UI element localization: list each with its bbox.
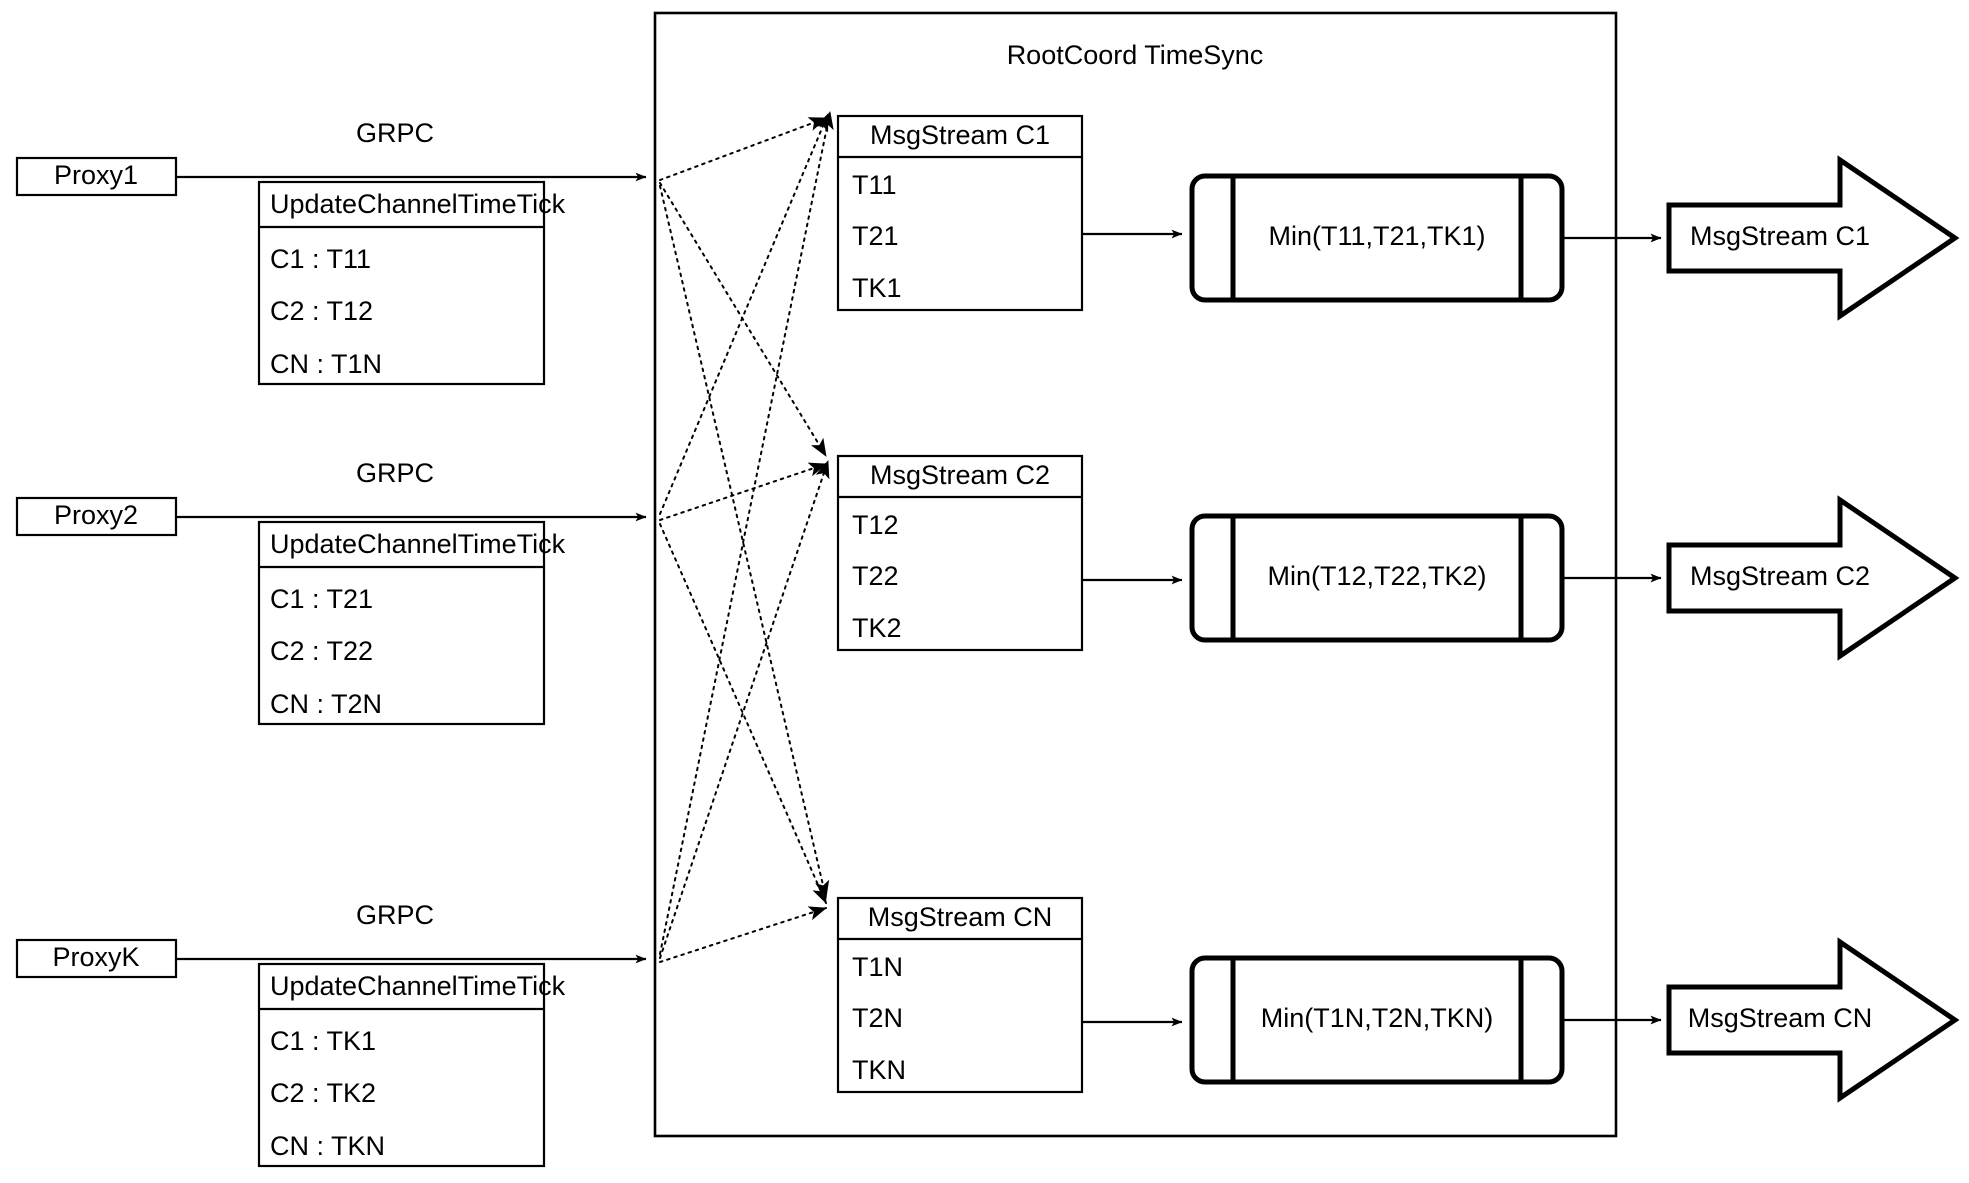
dotted-link-p1-c2	[659, 182, 827, 457]
msgstream-entry-2-1: T22	[852, 561, 899, 591]
msgstream-entry-1-1: T21	[852, 221, 899, 251]
request-entry-1-1: C2 : T12	[270, 296, 373, 326]
msgstream-entry-2-0: T12	[852, 510, 899, 540]
min-label-2: Min(T12,T22,TK2)	[1267, 561, 1486, 591]
dotted-link-p3-c1	[659, 111, 834, 955]
dotted-link-p1-c1	[659, 117, 827, 181]
request-entry-1-2: CN : T1N	[270, 349, 382, 379]
msgstream-entry-3-1: T2N	[852, 1003, 903, 1033]
msgstream-entry-2-2: TK2	[852, 613, 902, 643]
rootcoord-timesync-container	[653, 11, 1618, 1138]
output-label-1: MsgStream C1	[1690, 221, 1870, 251]
proxy-box-3[interactable]	[15, 938, 178, 979]
request-card-1	[257, 180, 546, 386]
msgstream-card-3	[836, 896, 1084, 1094]
dotted-link-p1-cn	[659, 185, 830, 899]
msgstream-header-3: MsgStream CN	[868, 902, 1053, 932]
msgstream-entry-3-2: TKN	[852, 1055, 906, 1085]
proxy-label-3: ProxyK	[52, 942, 139, 972]
request-header-1: UpdateChannelTimeTick	[270, 189, 566, 219]
msgstream-header-1: MsgStream C1	[870, 120, 1050, 150]
container-title: RootCoord TimeSync	[1007, 40, 1264, 70]
request-entry-2-1: C2 : T22	[270, 636, 373, 666]
dotted-link-p3-c2	[659, 460, 830, 959]
msgstream-entry-1-2: TK1	[852, 273, 902, 303]
request-entry-3-2: CN : TKN	[270, 1131, 385, 1161]
request-header-3: UpdateChannelTimeTick	[270, 971, 566, 1001]
dotted-link-p2-c2	[659, 462, 827, 521]
request-card-2	[257, 520, 546, 726]
request-entry-3-0: C1 : TK1	[270, 1026, 376, 1056]
request-header-2: UpdateChannelTimeTick	[270, 529, 566, 559]
output-arrow-1	[1666, 155, 1960, 321]
request-entry-1-0: C1 : T11	[270, 244, 371, 274]
grpc-label-3: GRPC	[356, 900, 434, 930]
grpc-label-1: GRPC	[356, 118, 434, 148]
min-label-1: Min(T11,T21,TK1)	[1268, 221, 1485, 251]
msgstream-card-1	[836, 114, 1084, 312]
output-label-3: MsgStream CN	[1688, 1003, 1873, 1033]
request-entry-3-1: C2 : TK2	[270, 1078, 376, 1108]
msgstream-entry-3-0: T1N	[852, 952, 903, 982]
msgstream-card-2	[836, 454, 1084, 652]
min-label-3: Min(T1N,T2N,TKN)	[1261, 1003, 1494, 1033]
output-arrow-3	[1666, 937, 1960, 1103]
request-card-3	[257, 962, 546, 1168]
proxy-label-2: Proxy2	[54, 500, 138, 530]
msgstream-entry-1-0: T11	[852, 170, 897, 200]
msgstream-header-2: MsgStream C2	[870, 460, 1050, 490]
dotted-link-p2-cn	[659, 523, 827, 904]
request-entry-2-0: C1 : T21	[270, 584, 373, 614]
proxy-label-1: Proxy1	[54, 160, 138, 190]
output-label-2: MsgStream C2	[1690, 561, 1870, 591]
dotted-link-p3-cn	[659, 906, 827, 963]
dotted-link-p2-c1	[659, 113, 829, 515]
proxy-box-1[interactable]	[15, 156, 178, 197]
grpc-label-2: GRPC	[356, 458, 434, 488]
output-arrow-2	[1666, 495, 1960, 661]
proxy-box-2[interactable]	[15, 496, 178, 537]
request-entry-2-2: CN : T2N	[270, 689, 382, 719]
